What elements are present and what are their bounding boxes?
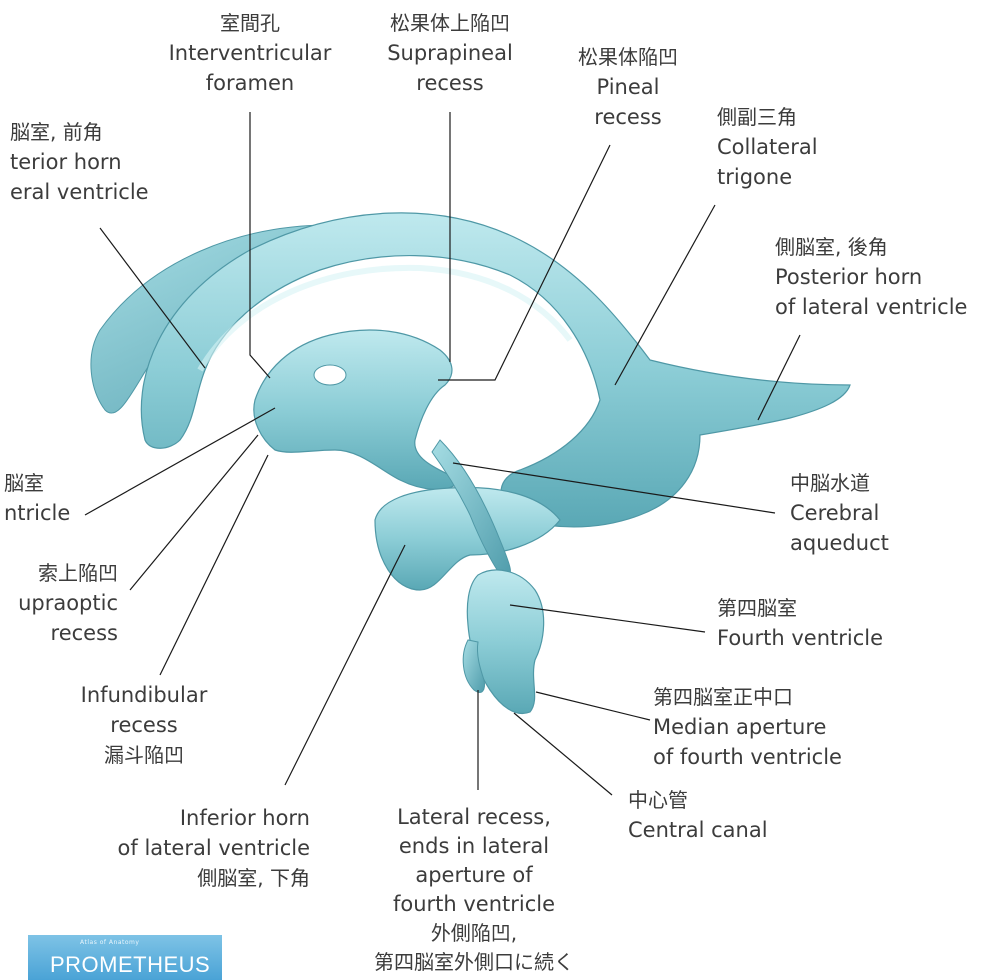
lateral-recess-jp1: 外側陥凹, <box>374 919 574 948</box>
lateral-recess-en4: fourth ventricle <box>374 890 574 919</box>
lateral-recess-en3: aperture of <box>374 861 574 890</box>
anterior-horn-en1: terior horn <box>10 147 149 177</box>
label-interventricular-foramen: 室間孔 Interventricular foramen <box>169 8 332 98</box>
label-anterior-horn: 脳室, 前角 terior horn eral ventricle <box>10 117 149 207</box>
aqueduct-en1: Cerebral <box>790 498 889 528</box>
inferior-en1: Inferior horn <box>118 803 310 833</box>
label-lateral-recess: Lateral recess, ends in lateral aperture… <box>374 803 574 977</box>
suprapineal-en2: recess <box>387 68 513 98</box>
lateral-recess-en1: Lateral recess, <box>374 803 574 832</box>
label-inferior-horn: Inferior horn of lateral ventricle 側脳室, … <box>118 803 310 893</box>
third-ventricle-jp: 脳室 <box>4 468 70 498</box>
posterior-horn-en2: of lateral ventricle <box>775 292 967 322</box>
anterior-horn-en2: eral ventricle <box>10 177 149 207</box>
label-cerebral-aqueduct: 中脳水道 Cerebral aqueduct <box>790 468 889 558</box>
label-suprapineal-recess: 松果体上陥凹 Suprapineal recess <box>387 8 513 98</box>
near-lateral-ventricle <box>141 213 850 527</box>
interventricular-en1: Interventricular <box>169 38 332 68</box>
fourth-jp: 第四脳室 <box>717 593 883 623</box>
posterior-horn-jp: 側脳室, 後角 <box>775 232 967 262</box>
supraoptic-jp: 索上陥凹 <box>18 558 118 588</box>
leader-collateral <box>615 205 715 385</box>
pineal-jp: 松果体陥凹 <box>578 42 678 72</box>
label-posterior-horn: 側脳室, 後角 Posterior horn of lateral ventri… <box>775 232 967 322</box>
label-pineal-recess: 松果体陥凹 Pineal recess <box>578 42 678 132</box>
collateral-jp: 側副三角 <box>717 102 818 132</box>
inferior-jp: 側脳室, 下角 <box>118 863 310 893</box>
logo-small-text: Atlas of Anatomy <box>80 939 139 946</box>
infundibular-jp: 漏斗陥凹 <box>81 740 208 770</box>
label-infundibular-recess: Infundibular recess 漏斗陥凹 <box>81 680 208 770</box>
median-jp: 第四脳室正中口 <box>653 682 842 712</box>
central-en1: Central canal <box>628 815 768 845</box>
leader-inferior <box>285 545 405 785</box>
third-ventricle-en1: ntricle <box>4 498 70 528</box>
prometheus-logo: Atlas of Anatomy PROMETHEUS <box>28 935 222 980</box>
aqueduct-jp: 中脳水道 <box>790 468 889 498</box>
supraoptic-en1: upraoptic <box>18 588 118 618</box>
interventricular-en2: foramen <box>169 68 332 98</box>
label-supraoptic-recess: 索上陥凹 upraoptic recess <box>18 558 118 648</box>
label-collateral-trigone: 側副三角 Collateral trigone <box>717 102 818 192</box>
supraoptic-en2: recess <box>18 618 118 648</box>
median-en2: of fourth ventricle <box>653 742 842 772</box>
label-fourth-ventricle: 第四脳室 Fourth ventricle <box>717 593 883 653</box>
infundibular-en1: Infundibular <box>81 680 208 710</box>
fourth-en1: Fourth ventricle <box>717 623 883 653</box>
interventricular-jp: 室間孔 <box>169 8 332 38</box>
median-en1: Median aperture <box>653 712 842 742</box>
interthalamic-adhesion-hole <box>314 365 346 385</box>
infundibular-en2: recess <box>81 710 208 740</box>
collateral-en1: Collateral <box>717 132 818 162</box>
leader-supraoptic <box>130 435 258 590</box>
anterior-horn-jp: 脳室, 前角 <box>10 117 149 147</box>
third-ventricle-shape <box>254 330 460 489</box>
inferior-en2: of lateral ventricle <box>118 833 310 863</box>
label-median-aperture: 第四脳室正中口 Median aperture of fourth ventri… <box>653 682 842 772</box>
aqueduct-en2: aqueduct <box>790 528 889 558</box>
leader-median <box>536 692 650 720</box>
central-jp: 中心管 <box>628 785 768 815</box>
logo-word: PROMETHEUS <box>50 952 210 978</box>
lateral-recess-en2: ends in lateral <box>374 832 574 861</box>
label-central-canal: 中心管 Central canal <box>628 785 768 845</box>
suprapineal-en1: Suprapineal <box>387 38 513 68</box>
lateral-recess-jp2: 第四脳室外側口に続く <box>374 948 574 977</box>
pineal-en1: Pineal <box>578 72 678 102</box>
label-third-ventricle: 脳室 ntricle <box>4 468 70 528</box>
collateral-en2: trigone <box>717 162 818 192</box>
suprapineal-jp: 松果体上陥凹 <box>387 8 513 38</box>
leader-central <box>514 713 612 795</box>
posterior-horn-en1: Posterior horn <box>775 262 967 292</box>
pineal-en2: recess <box>578 102 678 132</box>
